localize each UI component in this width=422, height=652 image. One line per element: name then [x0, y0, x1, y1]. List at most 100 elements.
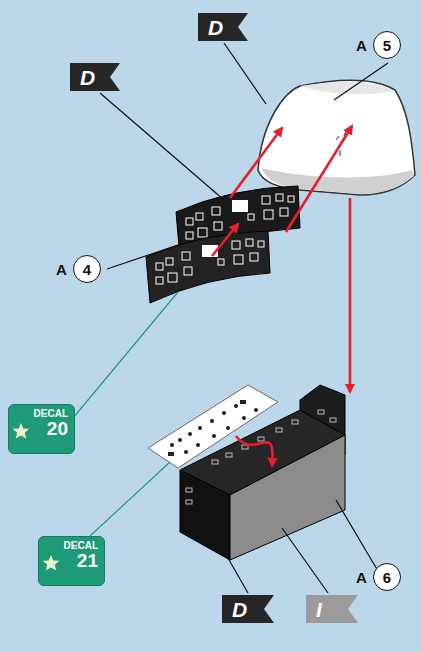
arrow-marker [226, 453, 232, 457]
center-console [180, 385, 345, 560]
flag-shape [222, 595, 274, 623]
arrow-marker [178, 438, 182, 442]
arrow-marker [170, 443, 174, 447]
center-console [180, 470, 230, 560]
arrow-marker [156, 239, 264, 284]
arrow-marker [258, 437, 264, 441]
instrument-shroud [300, 82, 394, 94]
callout-number: 5 [383, 37, 391, 54]
flag-shape [222, 595, 274, 623]
arrow-marker [212, 207, 220, 215]
arrow-marker [186, 218, 193, 225]
flag-letter: I [316, 599, 322, 620]
instrument-panel [146, 231, 270, 303]
arrow-marker [186, 410, 336, 504]
arrow-marker [166, 258, 173, 265]
arrow-marker [186, 232, 193, 239]
arrow-marker [168, 273, 177, 282]
decal-number: 20 [47, 419, 68, 439]
callout-number: A4 [56, 255, 101, 283]
arrow-marker [232, 200, 248, 212]
arrow-marker [188, 432, 192, 436]
decal-star [12, 422, 30, 440]
part-flag: I [306, 595, 358, 623]
leader-line [90, 462, 170, 536]
arrow-marker [288, 196, 294, 202]
arrow-marker [246, 239, 253, 246]
arrow-marker [198, 426, 202, 430]
arrow-marker [196, 443, 200, 447]
leader-line [205, 518, 248, 593]
callout-number: 6 [383, 569, 391, 586]
decal-label: DECAL [64, 540, 98, 551]
arrow-marker [214, 222, 222, 230]
arrow-marker [240, 400, 246, 404]
arrow-marker [186, 488, 192, 492]
assembly-arrow [212, 126, 352, 466]
arrow-marker [248, 214, 254, 220]
arrow-marker [212, 460, 218, 464]
assembly-arrow [236, 436, 273, 466]
arrow-marker [254, 408, 258, 412]
arrow-marker [156, 277, 163, 284]
decal-label: DECAL [34, 408, 68, 419]
flag-letter: D [80, 67, 95, 88]
arrow-marker [242, 416, 246, 420]
leader-line [100, 43, 388, 593]
assembly-letter: A [56, 261, 67, 278]
decal-star [13, 423, 30, 439]
leader-line [68, 292, 178, 536]
arrow-marker [250, 253, 258, 261]
callout-number: A5 [356, 31, 401, 59]
callout-circle: 6 [373, 563, 401, 591]
arrow-marker [234, 404, 238, 408]
arrow-marker [186, 500, 192, 504]
callout-circle: 4 [73, 255, 101, 283]
assembly-arrow [349, 198, 352, 392]
flag-letter: D [208, 17, 223, 38]
arrow-marker [318, 410, 324, 414]
leader-line [100, 93, 224, 200]
assembly-arrow [230, 128, 282, 198]
instrument-panel [146, 231, 270, 303]
arrow-marker [186, 194, 294, 239]
decal-badge: DECAL20 [8, 404, 75, 454]
arrow-marker [222, 411, 226, 415]
arrow-marker [276, 428, 282, 432]
leader-line [334, 63, 388, 100]
arrow-marker [264, 210, 273, 219]
decal-number: 21 [77, 551, 98, 571]
arrow-marker [210, 419, 214, 423]
leader-line [68, 292, 178, 424]
flag-letter: D [232, 599, 247, 620]
arrow-marker [198, 228, 207, 237]
leader-line [282, 528, 328, 593]
assembly-letter: A [356, 569, 367, 586]
part-flag: D [70, 63, 120, 91]
flag-shape [198, 13, 248, 41]
leader-line [224, 43, 266, 104]
arrow-marker [232, 200, 248, 212]
arrow-marker [226, 426, 230, 430]
assembly-arrow [212, 224, 238, 256]
center-console [230, 435, 345, 560]
callout-circle: 5 [373, 31, 401, 59]
callout-number: 4 [83, 261, 91, 278]
arrow-marker [184, 267, 192, 275]
arrow-marker [292, 420, 298, 424]
arrow-marker [182, 252, 190, 260]
arrow-marker [276, 194, 283, 201]
arrow-marker [330, 418, 336, 422]
arrow-marker [184, 450, 188, 454]
decal-star [43, 555, 60, 571]
part-flag: D [222, 595, 274, 623]
arrow-marker [168, 452, 174, 456]
decal-badge: DECAL21 [38, 536, 105, 586]
flag-shape [306, 595, 358, 623]
arrow-marker [212, 434, 216, 438]
leader-line [336, 500, 378, 571]
decal-star [42, 554, 60, 572]
arrow-marker [234, 255, 243, 264]
assembly-arrow [286, 126, 352, 232]
